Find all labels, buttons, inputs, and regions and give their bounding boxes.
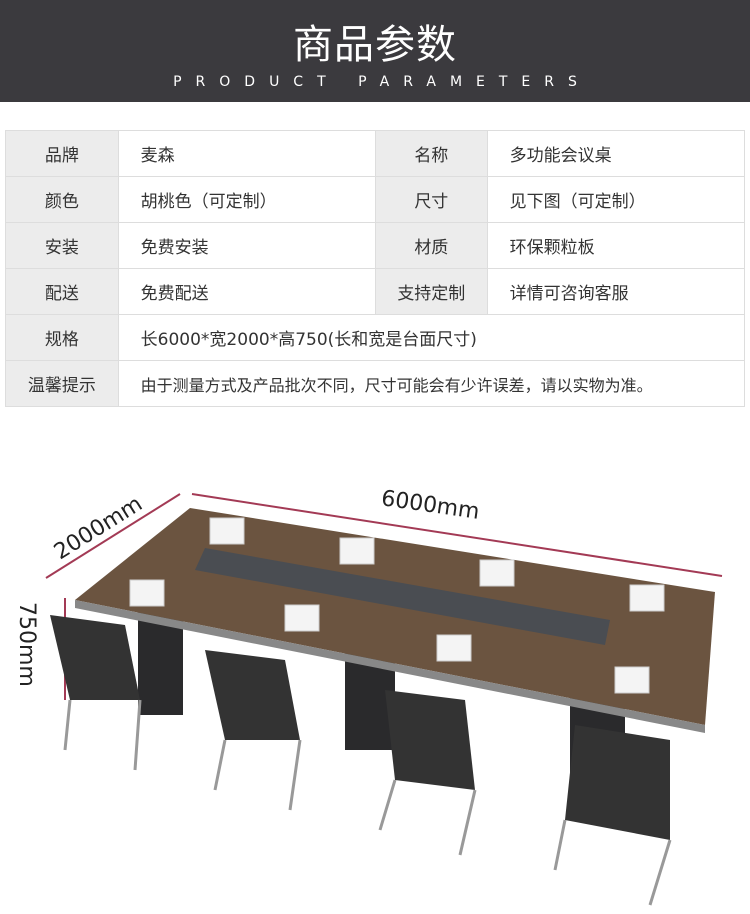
- parameters-table: 品牌麦森名称多功能会议桌颜色胡桃色（可定制）尺寸见下图（可定制）安装免费安装材质…: [5, 130, 746, 407]
- page-subtitle: PRODUCT PARAMETERS: [173, 74, 591, 90]
- spec-label: 规格: [5, 314, 119, 361]
- param-value: 麦森: [117, 130, 376, 177]
- param-label: 品牌: [5, 130, 119, 177]
- paper-sheets: [129, 517, 665, 694]
- table-row: 安装免费安装材质环保颗粒板: [5, 222, 746, 269]
- param-label: 配送: [5, 268, 119, 315]
- spec-value: 长6000*宽2000*高750(长和宽是台面尺寸): [117, 314, 746, 361]
- page-title: 商品参数: [293, 22, 457, 68]
- param-label: 安装: [5, 222, 119, 269]
- param-value: 免费安装: [117, 222, 376, 269]
- length-dimension: 6000mm: [380, 486, 481, 525]
- param-value: 详情可咨询客服: [486, 268, 746, 315]
- param-value: 环保颗粒板: [486, 222, 746, 269]
- param-label: 材质: [374, 222, 488, 269]
- param-value: 胡桃色（可定制）: [117, 176, 376, 223]
- table-row: 配送免费配送支持定制详情可咨询客服: [5, 268, 746, 315]
- cable-tray: [195, 548, 610, 645]
- param-label: 颜色: [5, 176, 119, 223]
- page-header: 商品参数 PRODUCT PARAMETERS: [0, 0, 750, 102]
- param-label: 名称: [374, 130, 488, 177]
- table-row-tip: 温馨提示 由于测量方式及产品批次不同，尺寸可能会有少许误差，请以实物为准。: [5, 360, 746, 407]
- tip-value: 由于测量方式及产品批次不同，尺寸可能会有少许误差，请以实物为准。: [117, 360, 746, 407]
- param-label: 支持定制: [374, 268, 488, 315]
- param-label: 尺寸: [374, 176, 488, 223]
- param-value: 见下图（可定制）: [486, 176, 746, 223]
- param-value: 多功能会议桌: [486, 130, 746, 177]
- table-row-spec: 规格 长6000*宽2000*高750(长和宽是台面尺寸): [5, 314, 746, 361]
- param-value: 免费配送: [117, 268, 376, 315]
- table-row: 颜色胡桃色（可定制）尺寸见下图（可定制）: [5, 176, 746, 223]
- conference-table-illustration: 6000mm 2000mm 750mm: [14, 486, 723, 906]
- height-dimension: 750mm: [14, 602, 39, 687]
- chairs: [50, 615, 670, 840]
- table-row: 品牌麦森名称多功能会议桌: [5, 130, 746, 177]
- tip-label: 温馨提示: [5, 360, 119, 407]
